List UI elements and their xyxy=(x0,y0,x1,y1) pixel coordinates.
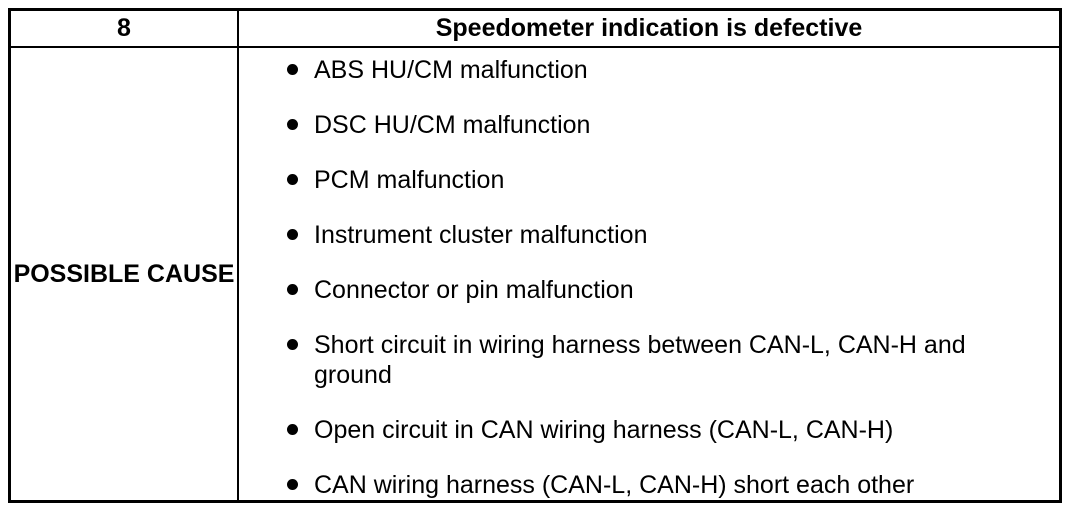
cause-text: Connector or pin malfunction xyxy=(314,276,634,304)
possible-cause-label: POSSIBLE CAUSE xyxy=(13,259,235,288)
cause-text: ABS HU/CM malfunction xyxy=(314,56,588,84)
diagnostic-table: 8 Speedometer indication is defective PO… xyxy=(8,8,1062,503)
causes-cell: ABS HU/CM malfunction DSC HU/CM malfunct… xyxy=(239,48,1059,500)
cause-list-item: Short circuit in wiring harness between … xyxy=(287,330,991,390)
possible-cause-label-cell: POSSIBLE CAUSE xyxy=(11,48,239,500)
item-number-cell: 8 xyxy=(11,11,239,48)
bullet-icon xyxy=(287,64,298,75)
bullet-icon xyxy=(287,339,298,350)
bullet-icon xyxy=(287,174,298,185)
cause-text: Instrument cluster malfunction xyxy=(314,221,648,249)
cause-list: ABS HU/CM malfunction DSC HU/CM malfunct… xyxy=(287,55,991,500)
cause-list-item: ABS HU/CM malfunction xyxy=(287,55,991,85)
cause-text: Open circuit in CAN wiring harness (CAN-… xyxy=(314,416,894,444)
bullet-icon xyxy=(287,479,298,490)
item-number: 8 xyxy=(117,14,131,42)
cause-text: DSC HU/CM malfunction xyxy=(314,111,591,139)
symptom-header-cell: Speedometer indication is defective xyxy=(239,11,1059,48)
cause-list-item: Instrument cluster malfunction xyxy=(287,220,991,250)
cause-list-item: DSC HU/CM malfunction xyxy=(287,110,991,140)
cause-list-item: PCM malfunction xyxy=(287,165,991,195)
cause-list-item: Connector or pin malfunction xyxy=(287,275,991,305)
bullet-icon xyxy=(287,119,298,130)
cause-text: PCM malfunction xyxy=(314,166,505,194)
cause-text: Short circuit in wiring harness between … xyxy=(314,331,966,389)
cause-list-item: CAN wiring harness (CAN-L, CAN-H) short … xyxy=(287,470,991,500)
bullet-icon xyxy=(287,284,298,295)
bullet-icon xyxy=(287,424,298,435)
cause-list-item: Open circuit in CAN wiring harness (CAN-… xyxy=(287,415,991,445)
cause-text: CAN wiring harness (CAN-L, CAN-H) short … xyxy=(314,471,915,499)
symptom-text: Speedometer indication is defective xyxy=(435,14,863,42)
bullet-icon xyxy=(287,229,298,240)
